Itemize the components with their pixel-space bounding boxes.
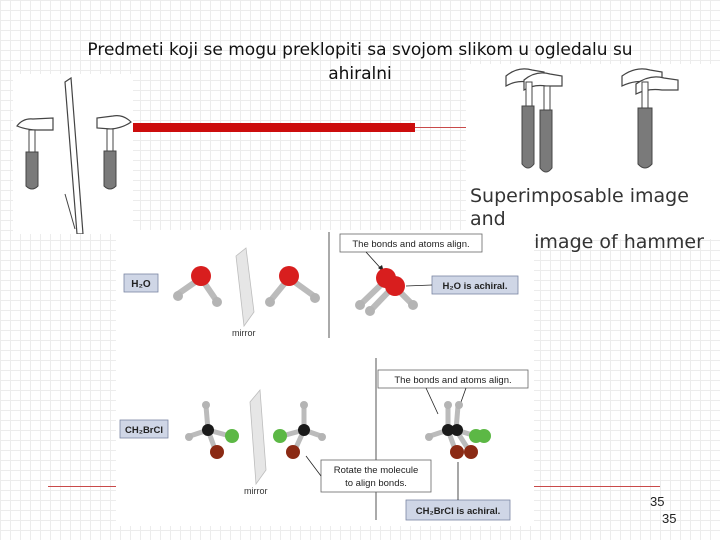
slide-title: Predmeti koji se mogu preklopiti sa svoj…: [40, 38, 680, 86]
ch2brcl-label: CH₂BrCl: [125, 425, 163, 436]
rotate-note-box: [320, 459, 432, 493]
oxygen-atom: [191, 266, 211, 286]
slide-title-line1: Predmeti koji se mogu preklopiti sa svoj…: [87, 40, 633, 60]
footer-line-right: [530, 486, 660, 487]
molecule-figure-drawing: H₂O mirror The bonds and atoms align.: [119, 232, 529, 521]
slide-title-line2: ahiralni: [328, 64, 392, 84]
mirror-label-top: mirror: [232, 328, 256, 338]
mirror-plane-bottom: [249, 388, 267, 486]
bonds-align-top-box: [339, 233, 483, 253]
h2o-achiral-text: H₂O is achiral.: [443, 281, 508, 292]
hammer-caption-line1: Superimposable image and: [470, 185, 689, 230]
rotate-note-line1: Rotate the molecule: [334, 465, 419, 476]
mirror-label-bottom: mirror: [244, 486, 268, 496]
page-number: 35: [650, 494, 665, 509]
superimposed-hammers-drawing: [505, 68, 679, 173]
water-molecule-left: [173, 266, 222, 307]
ch2brcl-label-box: [119, 419, 169, 439]
superimposed-hammers-panel: [466, 64, 720, 239]
footer-line-left: [48, 486, 120, 487]
molecule-mirror-figure: H₂O mirror The bonds and atoms align.: [116, 230, 534, 526]
mirror-hammer-icon: [96, 115, 132, 190]
accent-bar: [133, 123, 415, 132]
hammer-icon: [16, 117, 54, 190]
h2o-label-box: [123, 273, 159, 293]
bonds-align-bottom-text: The bonds and atoms align.: [394, 375, 511, 386]
page-number-duplicate: 35: [662, 511, 677, 526]
water-molecule-right: [265, 266, 320, 307]
bonds-align-top-text: The bonds and atoms align.: [352, 239, 469, 250]
ch2brcl-achiral-text: CH₂BrCl is achiral.: [416, 506, 500, 517]
mirror-icon: [64, 76, 84, 235]
rotate-note-line2: to align bonds.: [345, 478, 407, 489]
hammer-mirror-illustration: [13, 74, 133, 235]
mirror-plane-top: [235, 247, 255, 328]
hammer-mirror-drawing: [16, 76, 132, 235]
h2o-label: H₂O: [131, 279, 151, 290]
hammer-pair-right-icon: [621, 68, 679, 169]
overlaid-water-molecules: [355, 268, 418, 316]
accent-line: [415, 127, 470, 128]
hammer-pair-left-icon: [505, 68, 563, 173]
overlaid-ch2brcl-molecules: [425, 401, 491, 459]
ch2brcl-molecule-right: [273, 401, 326, 459]
bonds-align-bottom-box: [377, 369, 529, 389]
ch2brcl-molecule-left: [185, 401, 239, 459]
